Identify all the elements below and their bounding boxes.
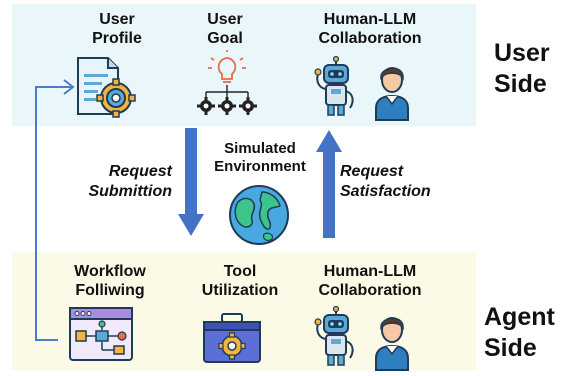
robot-human-icon (314, 305, 409, 371)
request-submission-label: Request Submittion (88, 163, 172, 200)
workflow-window-icon (69, 307, 133, 361)
agent-side-title: Agent Side (484, 303, 555, 362)
agent-collab-label: Human-LLM Collaboration (318, 263, 422, 299)
tool-label: Tool Utilization (201, 263, 279, 299)
robot-icon (314, 305, 354, 366)
human-icon (375, 67, 409, 121)
human-icon (375, 317, 409, 371)
robot-icon (314, 55, 354, 116)
user-side-title: User Side (494, 39, 550, 98)
globe-icon (229, 185, 289, 245)
user-profile-label: User Profile (92, 11, 142, 47)
up-arrow (316, 130, 342, 238)
user-goal-label: User Goal (207, 11, 243, 47)
robot-human-icon (314, 55, 409, 121)
document-gear-icon (77, 57, 136, 118)
toolbox-icon (203, 313, 261, 363)
workflow-label: Workflow Folliwing (74, 263, 146, 299)
lightbulb-gears-icon (197, 50, 257, 115)
environment-label: Simulated Environment (214, 140, 306, 175)
down-arrow (178, 128, 204, 236)
user-collab-label: Human-LLM Collaboration (318, 11, 422, 47)
request-satisfaction-label: Request Satisfaction (340, 163, 431, 200)
